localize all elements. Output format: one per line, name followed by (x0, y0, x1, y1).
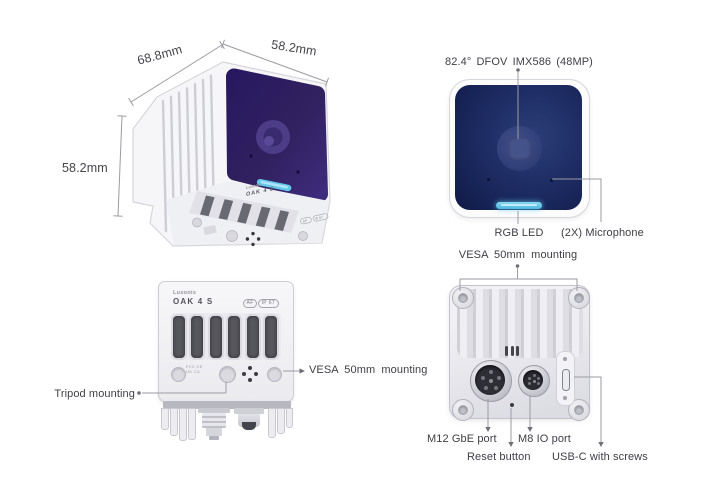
iso-tripod-hole (226, 230, 238, 242)
vesa-screw-boss-bl (452, 399, 474, 421)
bottom-edge-cap (163, 401, 291, 409)
vesa-mounting-label-back: VESA 50mm mounting (458, 249, 578, 261)
m12-port-label: M12 GbE port (427, 433, 497, 445)
iso-mount-hole-left (192, 217, 202, 228)
back-heatsink-fins (457, 289, 583, 358)
device-brand-text: Luxonis (173, 290, 197, 296)
m8-connector-face (242, 422, 256, 430)
iso-regulatory-marks (203, 224, 217, 236)
dim-width-label: 68.8mm (135, 42, 184, 68)
heatsink-fin (286, 408, 293, 428)
io-pin-dot (247, 377, 253, 383)
reset-button-hole (510, 403, 514, 407)
iso-base-model: OAK 4 S (246, 186, 275, 198)
camera-lens (497, 126, 542, 171)
vent-slot (263, 314, 279, 360)
usbc-screw-bottom (563, 396, 567, 400)
io-pin-dot (241, 371, 247, 377)
iso-mic-right-icon (296, 170, 300, 174)
m12-connector-tip (206, 428, 222, 436)
io-pin-dot (247, 365, 253, 371)
vent-bar (510, 346, 514, 356)
tripod-mount-hole (218, 366, 236, 383)
svg-text:AF: AF (302, 219, 307, 224)
regulatory-marks: FCC CE UK CA (186, 364, 203, 374)
heatsink-fin (277, 408, 285, 434)
iso-mic-left-icon (249, 154, 253, 158)
vent-slot (171, 314, 187, 360)
iso-base-brand: Luxonis (246, 181, 262, 190)
rgb-led-bar (496, 202, 542, 209)
rgb-led-label: RGB LED (494, 227, 544, 239)
m8-port-label: M8 IO port (518, 433, 571, 445)
m12-connector-base (198, 408, 230, 413)
vesa-mounting-label-bottom: VESA 50mm mounting (309, 364, 428, 376)
m8-io-port (518, 365, 550, 397)
svg-text:IP 67: IP 67 (315, 215, 324, 221)
vent-slot (244, 314, 261, 360)
vent-slot (226, 314, 243, 360)
dim-height-label: 58.2mm (62, 161, 108, 175)
front-face (455, 85, 582, 210)
bottom-slot-panel (171, 313, 281, 360)
iso-lens (256, 120, 290, 154)
heatsink-fin (170, 408, 178, 436)
sensor-label: 82.4° DFOV IMX586 (48MP) (445, 56, 593, 68)
m12-connector-tip-end (209, 436, 219, 440)
iso-camera-face (226, 68, 328, 202)
m8-connector-base (234, 408, 264, 414)
dim-line-height (113, 115, 127, 217)
io-pin-dot (253, 371, 259, 377)
vesa-screw-boss-tr (568, 287, 590, 309)
vent-bar (516, 346, 519, 356)
heatsink-fin (179, 408, 187, 441)
iso-led-bar (256, 178, 292, 192)
iso-mount-hole-right (298, 231, 308, 241)
vent-bar (505, 346, 508, 356)
front-view-device (449, 79, 590, 218)
device-model-text: OAK 4 S (173, 297, 214, 306)
microphone-left-icon (487, 178, 490, 181)
usbc-panel (556, 351, 575, 406)
heatsink-fin (268, 408, 276, 438)
usbc-screw-top (563, 357, 567, 361)
vent-slot (189, 314, 206, 360)
heatsink-fin (188, 408, 196, 440)
heatsink-fin (161, 408, 169, 430)
vent-slot (207, 314, 224, 360)
bottom-view-device: Luxonis OAK 4 S AF IP 67 FCC CE UK CA (158, 281, 294, 409)
m12-gbe-port (470, 360, 512, 402)
vesa-mount-hole (267, 367, 282, 382)
microphone-right-icon (550, 179, 553, 182)
af-badge: AF (243, 299, 258, 308)
reset-button-label: Reset button (467, 451, 531, 463)
microphone-label: (2X) Microphone (561, 227, 644, 239)
bottom-view-connectors (158, 408, 293, 448)
vesa-screw-boss-tl (452, 287, 474, 309)
m12-connector-thread (202, 413, 226, 428)
iso-pin-dots (245, 231, 261, 247)
iso-bottom-face: Luxonis OAK 4 S AF IP 67 (166, 181, 329, 247)
usbc-label: USB-C with screws (552, 451, 648, 463)
dim-depth-label: 58.2mm (270, 37, 318, 59)
mount-hole-left (171, 367, 186, 382)
ip67-badge: IP 67 (258, 299, 279, 308)
lens-core (508, 137, 531, 160)
iso-bottom-slots (200, 195, 289, 231)
tripod-mounting-label: Tripod mounting (54, 388, 135, 400)
iso-device-body: Luxonis OAK 4 S AF IP 67 (132, 61, 331, 247)
iso-base-badges: AF IP 67 (300, 213, 329, 225)
iso-heatsink-fins (161, 74, 216, 233)
back-view-device (449, 285, 590, 421)
usbc-port (561, 369, 570, 391)
